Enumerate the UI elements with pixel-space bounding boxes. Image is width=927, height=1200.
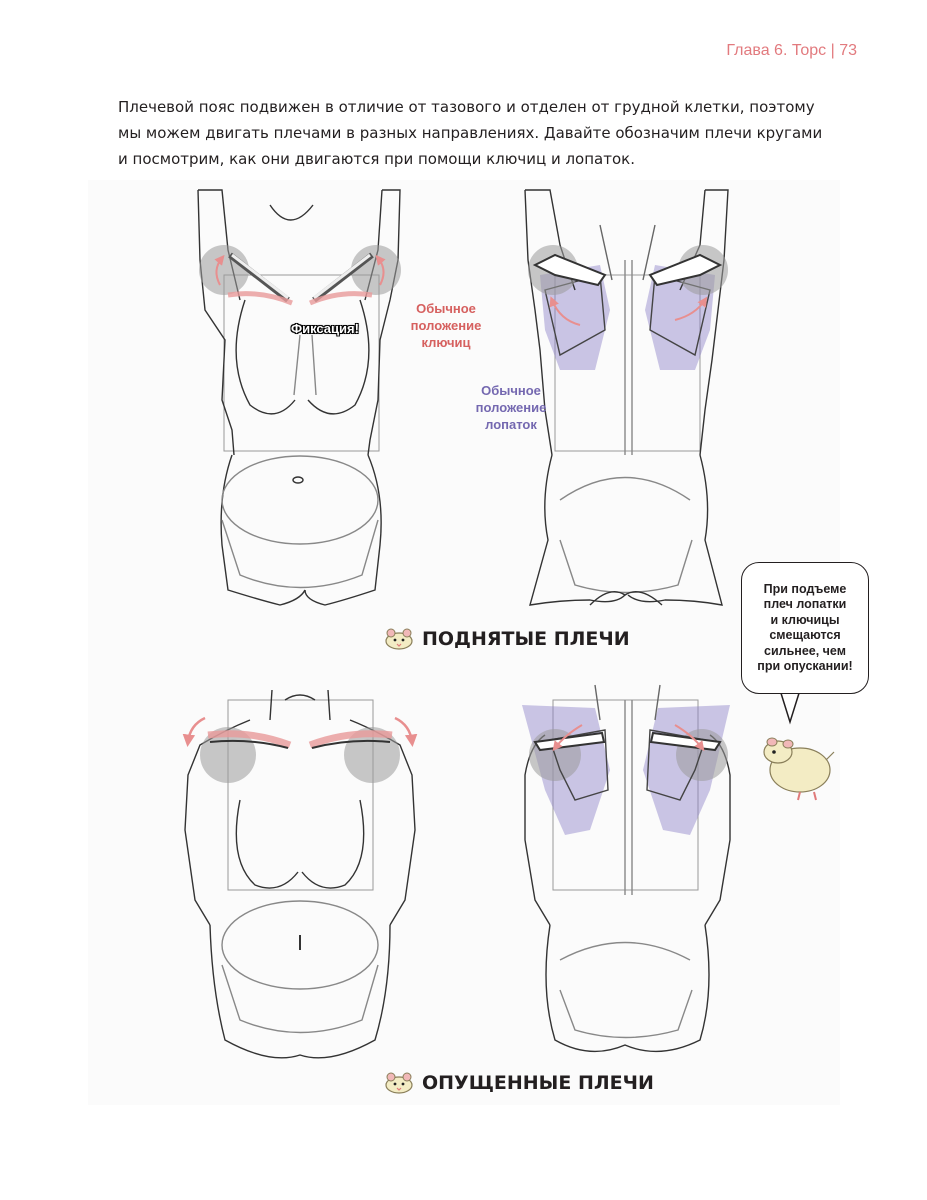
caption-raised-shoulders: ПОДНЯТЫЕ ПЛЕЧИ xyxy=(384,628,630,650)
intro-paragraph: Плечевой пояс подвижен в отличие от тазо… xyxy=(118,94,823,172)
hamster-icon xyxy=(385,628,413,650)
clavicle-normal-label: Обычное положение ключиц xyxy=(407,300,485,351)
bubble-line: плеч лопатки xyxy=(763,597,847,611)
bubble-line: сильнее, чем xyxy=(764,643,846,658)
fixation-tag: Фиксация! xyxy=(291,321,359,336)
label-line: Обычное xyxy=(481,383,541,398)
hamster-icon xyxy=(385,1072,413,1094)
scapula-normal-label: Обычное положение лопаток xyxy=(472,382,550,433)
bubble-tail xyxy=(779,689,801,725)
raised-front-torso xyxy=(197,189,401,606)
label-line: ключиц xyxy=(421,335,471,350)
lowered-front-torso xyxy=(182,689,418,1059)
intro-line: мы можем двигать плечами в разных направ… xyxy=(118,124,823,142)
caption-lowered-shoulders: ОПУЩЕННЫЕ ПЛЕЧИ xyxy=(384,1072,654,1094)
label-line: Обычное xyxy=(416,301,476,316)
bubble-line: смещаются xyxy=(769,628,841,642)
page-header: Глава 6. Торс | 73 xyxy=(726,42,857,59)
label-line: положение xyxy=(475,400,547,415)
intro-line: Плечевой пояс подвижен в отличие от тазо… xyxy=(118,98,815,116)
bubble-line: и ключицы xyxy=(770,612,840,627)
lowered-back-torso xyxy=(522,684,731,1053)
label-line: лопаток xyxy=(485,417,537,432)
label-line: положение xyxy=(410,318,482,333)
raised-back-torso xyxy=(524,189,729,606)
caption-text: ОПУЩЕННЫЕ ПЛЕЧИ xyxy=(422,1072,654,1094)
hamster-mascot-icon xyxy=(763,737,835,801)
bubble-line: при опускании! xyxy=(757,659,853,673)
caption-text: ПОДНЯТЫЕ ПЛЕЧИ xyxy=(422,628,630,650)
speech-bubble: При подъеме плеч лопатки и ключицы смеща… xyxy=(741,562,869,694)
bubble-line: При подъеме xyxy=(763,581,847,596)
intro-line: и посмотрим, как они двигаются при помощ… xyxy=(118,150,635,168)
